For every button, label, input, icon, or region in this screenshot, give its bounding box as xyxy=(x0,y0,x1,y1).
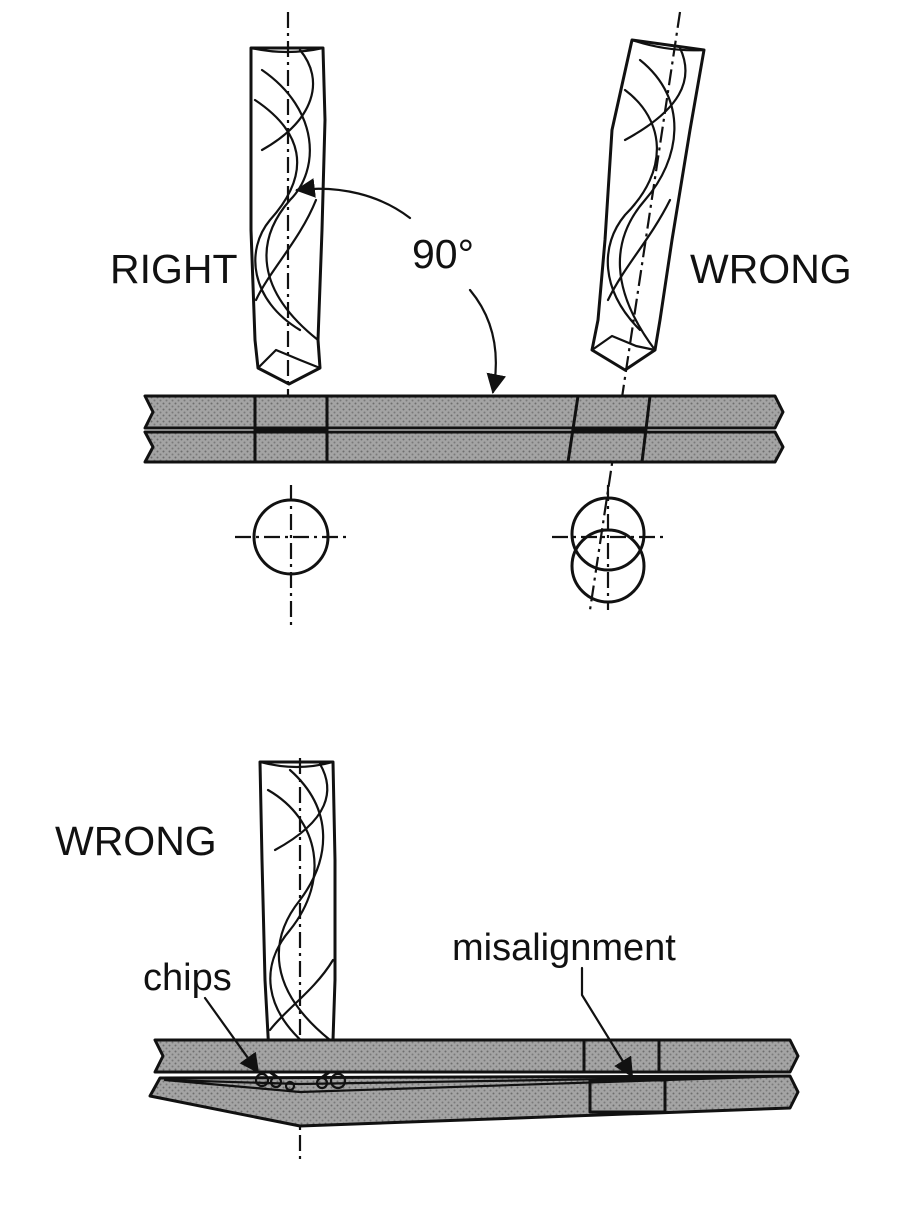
right-hole-circle xyxy=(235,485,350,625)
right-label: RIGHT xyxy=(110,246,238,292)
angle-label: 90° xyxy=(412,231,474,277)
slanted-hole xyxy=(566,394,652,464)
chips-label: chips xyxy=(143,957,232,999)
wrong-drill-axis xyxy=(588,11,682,611)
bottom-plates xyxy=(148,1038,800,1128)
wrong-drill xyxy=(590,38,706,372)
angle-arrow-down xyxy=(468,288,507,394)
top-plates xyxy=(143,394,785,464)
misalignment-leader xyxy=(580,966,634,1078)
chips-leader xyxy=(203,996,260,1074)
bottom-lower-hole xyxy=(588,1078,667,1114)
angle-arrow-up xyxy=(295,178,412,220)
wrong-top-label: WRONG xyxy=(690,246,852,292)
wrong-bottom-label: WRONG xyxy=(55,818,217,864)
misalignment-label: misalignment xyxy=(452,927,676,969)
wrong-hole-circles xyxy=(552,485,668,610)
chips-curls xyxy=(254,1072,347,1092)
